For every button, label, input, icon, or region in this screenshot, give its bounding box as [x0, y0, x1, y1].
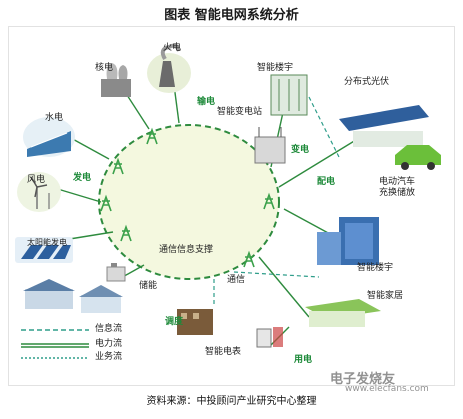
smart-building-icon — [270, 74, 308, 116]
legend-business-flow: 业务流 — [95, 352, 123, 362]
label-nuclear: 核电 — [95, 63, 114, 73]
thermal-plant-icon — [147, 43, 191, 93]
label-distributed-pv: 分布式光伏 — [344, 77, 390, 87]
ev-car-icon — [395, 145, 441, 170]
label-transmission: 输电 — [197, 97, 216, 107]
hydro-plant-icon — [23, 117, 75, 157]
tower-icons — [100, 127, 275, 268]
legend-info-flow: 信息流 — [95, 324, 123, 334]
watermark-url: www.elecfans.com — [345, 384, 429, 394]
label-smart-meter: 智能电表 — [205, 347, 242, 357]
label-storage: 储能 — [139, 281, 158, 291]
label-dispatch: 调度 — [165, 317, 184, 327]
label-smart-home: 智能家居 — [367, 291, 404, 301]
label-smart-building-right: 智能楼宇 — [357, 263, 394, 273]
wind-turbine-icon — [17, 172, 61, 212]
label-consumption: 用电 — [294, 355, 313, 365]
solar-panel-icon — [15, 237, 73, 263]
label-fire: 火电 — [163, 43, 182, 53]
label-smart-substation: 智能变电站 — [217, 107, 263, 117]
houses-icon — [23, 279, 123, 313]
label-transformation: 变电 — [291, 145, 310, 155]
label-smart-building-top: 智能楼宇 — [257, 63, 294, 73]
label-communication: 通信 — [227, 275, 246, 285]
label-ev-charging: 电动汽车 充换储放 — [379, 177, 416, 198]
storage-icon — [106, 263, 126, 282]
smart-home-icon — [305, 299, 381, 327]
label-solar: 太阳能发电 — [27, 238, 67, 247]
nuclear-plant-icon — [101, 63, 131, 97]
dispatch-center-icon — [177, 309, 213, 335]
hub-label: 通信信息支撑 — [159, 245, 214, 255]
page-title: 图表 智能电网系统分析 — [164, 8, 299, 23]
diagram-frame: 核电 火电 水电 风电 太阳能发电 储能 智能楼宇 智能变电站 分布式光伏 电动… — [8, 26, 455, 386]
label-hydro: 水电 — [45, 113, 64, 123]
label-wind: 风电 — [27, 175, 46, 185]
pv-station-icon — [339, 105, 429, 147]
smart-meter-icon — [256, 327, 283, 348]
label-generation: 发电 — [73, 173, 92, 183]
source-note: 资料来源：中投顾问产业研究中心整理 — [146, 396, 317, 407]
smart-grid-diagram — [15, 43, 441, 359]
substation-icon — [254, 127, 286, 164]
legend-power-flow: 电力流 — [95, 339, 123, 349]
legend-lines — [21, 329, 89, 359]
label-distribution: 配电 — [317, 177, 336, 187]
office-building-icon — [317, 217, 379, 265]
watermark-logo: 电子发烧友 — [330, 372, 396, 387]
